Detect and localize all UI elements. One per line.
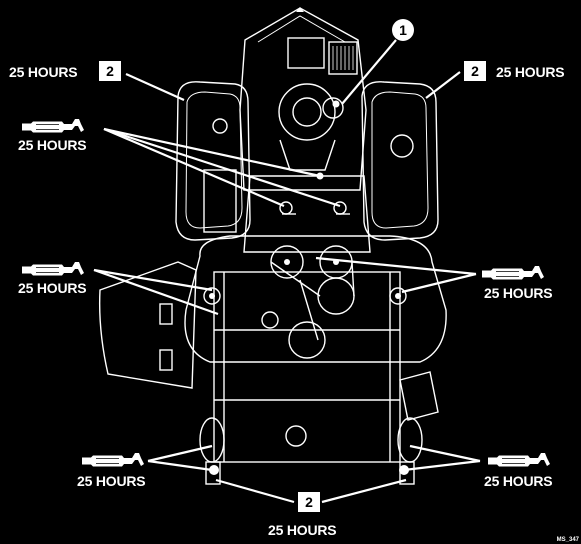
svg-text:2: 2 (305, 494, 313, 510)
grease-gun-icon (481, 265, 545, 280)
interval-label-grease-upper-left: 25 HOURS (18, 137, 86, 153)
svg-text:2: 2 (471, 63, 479, 79)
interval-label-grease-mid-right: 25 HOURS (484, 285, 552, 301)
figure-id: MS_347 (556, 537, 579, 543)
interval-label-bottom: 2 25 HOURS (268, 492, 337, 538)
grease-gun-icon (21, 118, 85, 133)
interval-label-grease-lower-left: 25 HOURS (77, 473, 145, 489)
interval-label-upper-right: 2 25 HOURS (464, 61, 565, 81)
svg-text:25 HOURS: 25 HOURS (496, 64, 564, 80)
svg-text:2: 2 (106, 63, 114, 79)
grease-gun-icon (81, 452, 145, 467)
svg-text:25 HOURS: 25 HOURS (9, 64, 77, 80)
grease-gun-icon (487, 452, 551, 467)
mower-illustration (98, 7, 447, 485)
svg-text:25 HOURS: 25 HOURS (268, 522, 336, 538)
interval-label-grease-lower-right: 25 HOURS (484, 473, 552, 489)
svg-text:1: 1 (399, 22, 407, 38)
grease-gun-icon (21, 261, 85, 276)
interval-label-grease-mid-left: 25 HOURS (18, 280, 86, 296)
callout-1: 1 (392, 19, 414, 41)
interval-label-upper-left: 25 HOURS 2 (9, 61, 121, 81)
leader-lines (93, 39, 481, 504)
